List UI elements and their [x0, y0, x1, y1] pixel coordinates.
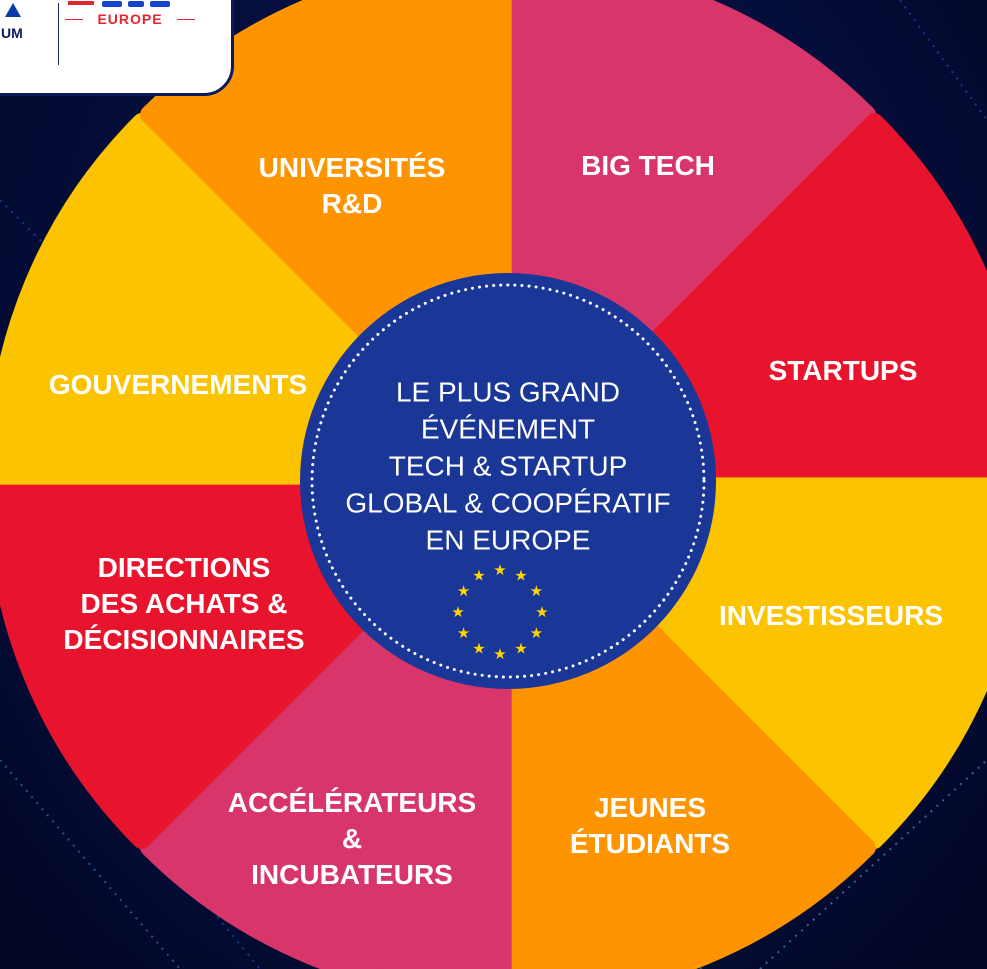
segment-label-line: DÉCISIONNAIRES [63, 624, 305, 655]
eu-star-icon: ★ [472, 639, 485, 657]
segment-label-line: ÉTUDIANTS [569, 828, 731, 859]
segment-label-investisseurs: INVESTISSEURS [719, 598, 943, 634]
eu-star-icon: ★ [493, 561, 506, 579]
logo-card[interactable]: UM EUROPE [0, 0, 234, 96]
light-streak [899, 0, 987, 121]
segment-label-line: & [341, 823, 363, 854]
segment-label-universites: UNIVERSITÉS R&D [259, 150, 446, 222]
center-line: EN EUROPE [425, 524, 591, 556]
segment-label-jeunes-etudiants: JEUNES ÉTUDIANTS [570, 790, 730, 862]
logo-europe-text: EUROPE [65, 11, 195, 27]
eu-star-icon: ★ [535, 603, 548, 621]
center-disc [300, 273, 716, 689]
segment-label-line: GOUVERNEMENTS [48, 369, 308, 400]
segment-label-big-tech: BIG TECH [581, 148, 715, 184]
center-line: GLOBAL & COOPÉRATIF [345, 487, 671, 519]
light-streak [0, 759, 181, 969]
segment-label-line: BIG TECH [581, 150, 715, 181]
eu-star-icon: ★ [530, 624, 543, 642]
eu-star-icon: ★ [472, 567, 485, 585]
center-line: TECH & STARTUP [388, 450, 628, 482]
segment-label-line: INCUBATEURS [251, 859, 453, 890]
segment-label-line: UNIVERSITÉS [258, 152, 446, 183]
center-dotted-ring [310, 283, 706, 679]
logo-wordmark-icon [68, 1, 188, 7]
eu-flag-stars-icon: ★★★★★★★★★★★★ [451, 561, 548, 663]
center-line: ÉVÉNEMENT [420, 413, 596, 445]
light-streak [759, 759, 987, 969]
eu-star-icon: ★ [493, 645, 506, 663]
segment-label-line: STARTUPS [768, 355, 918, 386]
segment-label-accelerateurs: ACCÉLÉRATEURS & INCUBATEURS [228, 785, 476, 893]
segment-label-gouvernements: GOUVERNEMENTS [49, 367, 307, 403]
eu-star-icon: ★ [514, 567, 527, 585]
segment-label-line: DES ACHATS & [80, 588, 288, 619]
segment-label-startups: STARTUPS [769, 353, 918, 389]
segment-label-line: R&D [321, 188, 383, 219]
eu-star-icon: ★ [514, 639, 527, 657]
segment-label-line: INVESTISSEURS [718, 600, 944, 631]
eu-star-icon: ★ [457, 624, 470, 642]
eu-star-icon: ★ [530, 582, 543, 600]
center-headline: LE PLUS GRAND ÉVÉNEMENT TECH & STARTUP G… [345, 374, 670, 559]
logo-divider [58, 3, 59, 65]
eu-star-icon: ★ [451, 603, 464, 621]
segment-label-directions: DIRECTIONS DES ACHATS & DÉCISIONNAIRES [63, 550, 304, 658]
logo-mark-icon [5, 3, 21, 17]
eu-star-icon: ★ [457, 582, 470, 600]
segment-label-line: DIRECTIONS [97, 552, 271, 583]
segment-label-line: ACCÉLÉRATEURS [227, 787, 477, 818]
segment-label-line: JEUNES [593, 792, 707, 823]
logo-left-text: UM [1, 25, 23, 41]
center-line: LE PLUS GRAND [395, 376, 621, 408]
